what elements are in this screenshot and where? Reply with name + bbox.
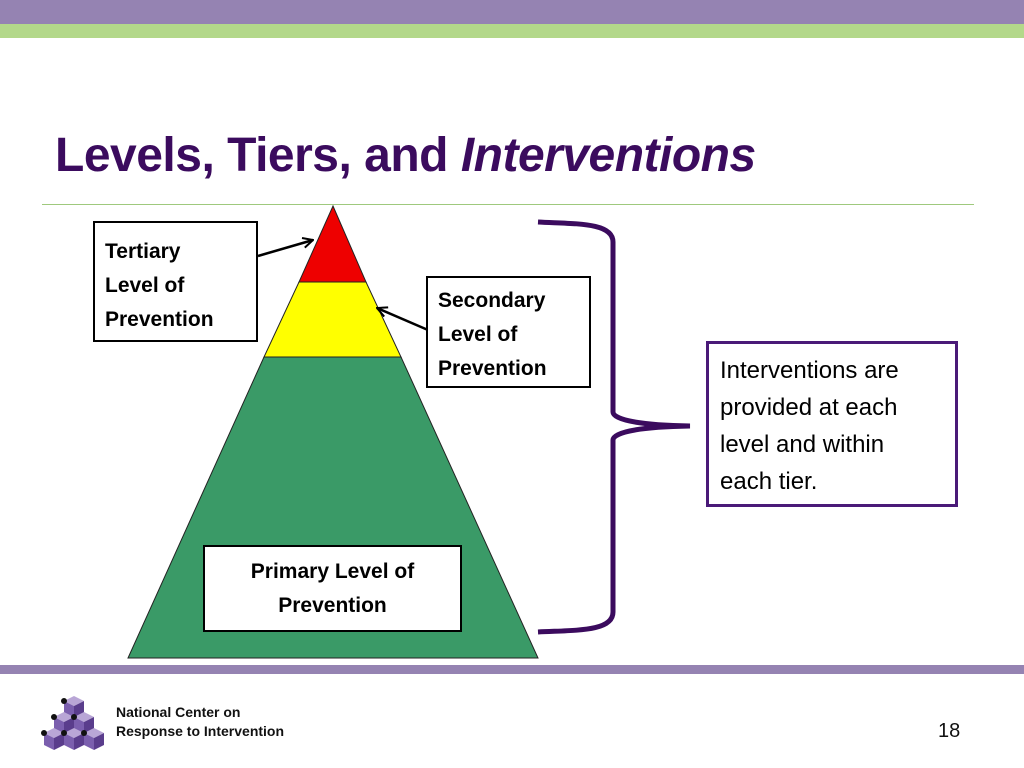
top-band-green	[0, 24, 1024, 38]
note-line-4: each tier.	[720, 468, 818, 495]
stacked-cubes-logo-icon	[41, 696, 104, 750]
tertiary-line-2: Level of	[105, 274, 185, 297]
footer-org-line-2: Response to Intervention	[116, 723, 285, 739]
logo-cube-left	[64, 733, 74, 750]
top-band-purple	[0, 0, 1024, 24]
logo-cube-right	[54, 733, 64, 750]
page-number: 18	[938, 720, 961, 742]
logo-cube-left	[44, 733, 54, 750]
primary-level-label: Primary Level of Prevention	[203, 545, 462, 632]
tertiary-level-label: Tertiary Level of Prevention	[93, 221, 258, 342]
logo-dot	[61, 730, 67, 736]
secondary-line-1: Secondary	[438, 289, 546, 312]
note-line-2: provided at each	[720, 394, 898, 421]
pyramid-tier-secondary	[263, 281, 402, 358]
logo-cube-left	[84, 733, 94, 750]
note-line-1: Interventions are	[720, 357, 899, 384]
title-divider	[42, 204, 974, 205]
primary-line-1: Primary Level of	[250, 560, 415, 583]
title-emphasis: Interventions	[460, 129, 756, 182]
curly-brace	[537, 219, 691, 635]
footer-organization: National Center on Response to Intervent…	[116, 703, 284, 741]
logo-dot	[71, 714, 77, 720]
secondary-line-3: Prevention	[438, 357, 547, 380]
tertiary-line-1: Tertiary	[105, 240, 181, 263]
secondary-level-label: Secondary Level of Prevention	[426, 276, 591, 388]
logo-dot	[81, 730, 87, 736]
bottom-band	[0, 665, 1024, 674]
tertiary-arrow	[257, 240, 313, 258]
logo-dot	[61, 698, 67, 704]
page-title: Levels, Tiers, and Interventions	[55, 128, 756, 183]
logo-cube-right	[94, 733, 104, 750]
pyramid-tier-tertiary	[298, 204, 367, 283]
logo-cube-right	[74, 733, 84, 750]
footer-org-line-1: National Center on	[116, 704, 241, 720]
interventions-note: Interventions are provided at each level…	[706, 341, 958, 507]
note-line-3: level and within	[720, 431, 885, 458]
tertiary-line-3: Prevention	[105, 308, 214, 331]
primary-line-2: Prevention	[278, 594, 387, 617]
logo-dot	[41, 730, 47, 736]
title-main: Levels, Tiers, and	[55, 129, 461, 182]
secondary-line-2: Level of	[438, 323, 518, 346]
logo-dot	[51, 714, 57, 720]
secondary-arrow	[377, 308, 429, 332]
